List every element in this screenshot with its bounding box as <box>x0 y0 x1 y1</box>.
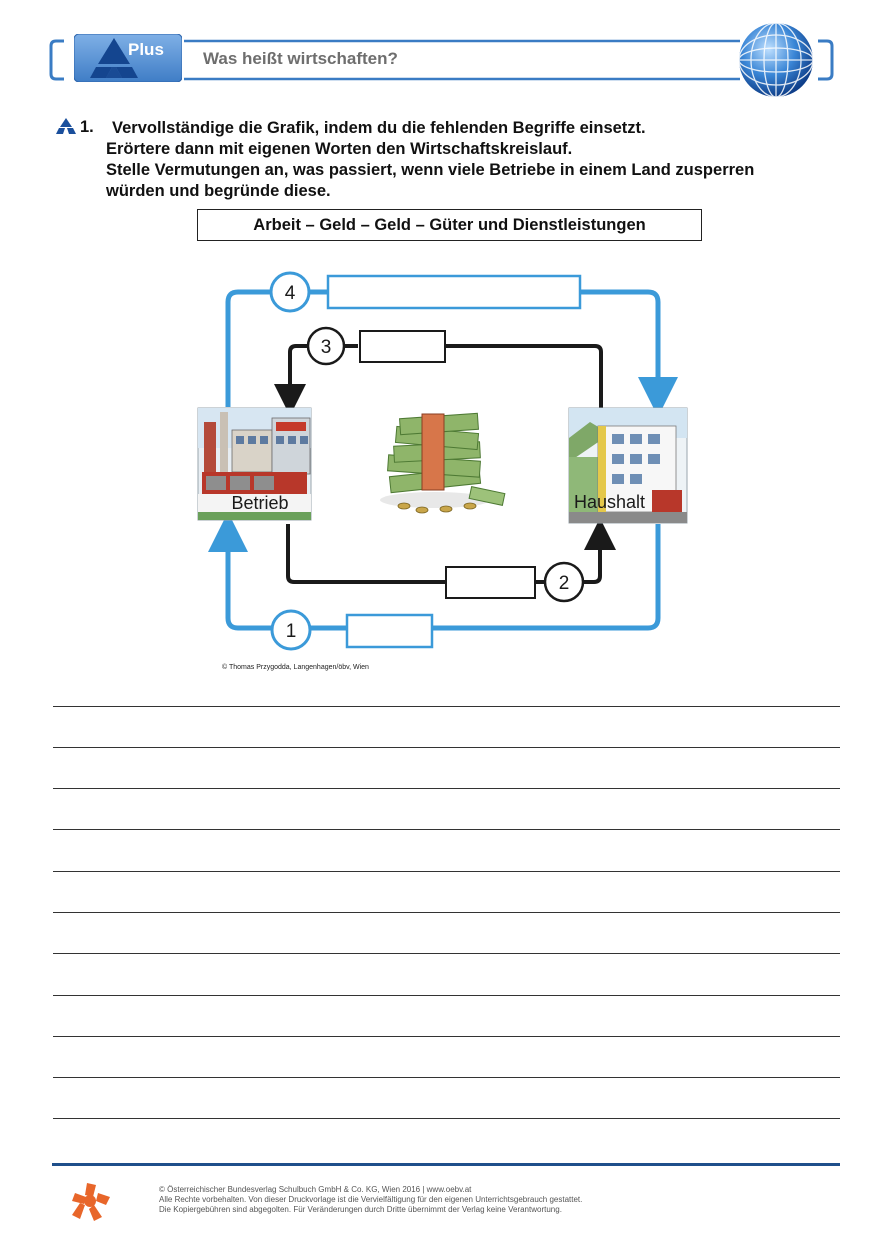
header-frame <box>49 22 834 98</box>
writing-line[interactable] <box>53 1118 840 1119</box>
footer-legal: © Österreichischer Bundesverlag Schulbuc… <box>159 1185 582 1215</box>
writing-line[interactable] <box>53 706 840 707</box>
instruction-line: Stelle Vermutungen an, was passiert, wen… <box>106 161 755 179</box>
writing-line[interactable] <box>53 871 840 872</box>
factory-illustration: Betrieb <box>197 407 312 521</box>
footer-line: © Österreichischer Bundesverlag Schulbuc… <box>159 1185 472 1194</box>
writing-line[interactable] <box>53 995 840 996</box>
pyramid-task-icon <box>56 118 76 134</box>
outer-flow-loop <box>208 289 678 631</box>
writing-line[interactable] <box>53 953 840 954</box>
task-number: 1. <box>80 118 94 136</box>
economic-cycle-diagram: 4 3 2 1 Betrieb <box>197 271 688 651</box>
house-illustration: Haushalt <box>568 407 688 524</box>
marker-2-label: 2 <box>559 573 570 594</box>
marker-4-label: 4 <box>285 283 296 304</box>
marker-2: 2 <box>543 561 585 603</box>
answer-box-3 <box>359 330 446 363</box>
marker-1-label: 1 <box>286 621 297 642</box>
inner-flow-loop <box>274 344 616 584</box>
plus-badge <box>74 34 182 82</box>
haushalt-label: Haushalt <box>574 492 645 512</box>
answer-box-4 <box>326 274 582 310</box>
globe-icon <box>738 22 814 98</box>
writing-line[interactable] <box>53 829 840 830</box>
writing-line[interactable] <box>53 1036 840 1037</box>
answer-box-1 <box>345 613 434 649</box>
page-title: Was heißt wirtschaften? <box>203 49 398 68</box>
writing-line[interactable] <box>53 788 840 789</box>
betrieb-label: Betrieb <box>231 493 288 513</box>
footer-line: Alle Rechte vorbehalten. Von dieser Druc… <box>159 1195 583 1204</box>
instruction-line: würden und begründe diese. <box>106 182 331 200</box>
footer-line: Die Kopiergebühren sind abgegolten. Für … <box>159 1205 562 1214</box>
image-credit: © Thomas Przygodda, Langenhagen/öbv, Wie… <box>222 664 369 671</box>
word-bank-box: Arbeit – Geld – Geld – Güter und Dienstl… <box>197 209 702 241</box>
marker-3: 3 <box>306 326 346 366</box>
page-header: Plus Was heißt wirtschaften? <box>0 0 890 110</box>
money-stack-illustration <box>380 412 506 514</box>
marker-1: 1 <box>270 609 312 651</box>
writing-line[interactable] <box>53 912 840 913</box>
marker-3-label: 3 <box>321 337 332 358</box>
marker-4: 4 <box>269 271 311 313</box>
writing-line[interactable] <box>53 747 840 748</box>
footer-divider <box>52 1163 840 1166</box>
plus-label: Plus <box>128 40 164 59</box>
instruction-line: Vervollständige die Grafik, indem du die… <box>112 119 646 137</box>
publisher-logo-icon <box>72 1183 110 1221</box>
task-instructions: Vervollständige die Grafik, indem du die… <box>106 118 846 202</box>
writing-line[interactable] <box>53 1077 840 1078</box>
instruction-line: Erörtere dann mit eigenen Worten den Wir… <box>106 140 573 158</box>
pyramid-logo-icon <box>90 38 138 78</box>
answer-box-2 <box>445 566 536 599</box>
